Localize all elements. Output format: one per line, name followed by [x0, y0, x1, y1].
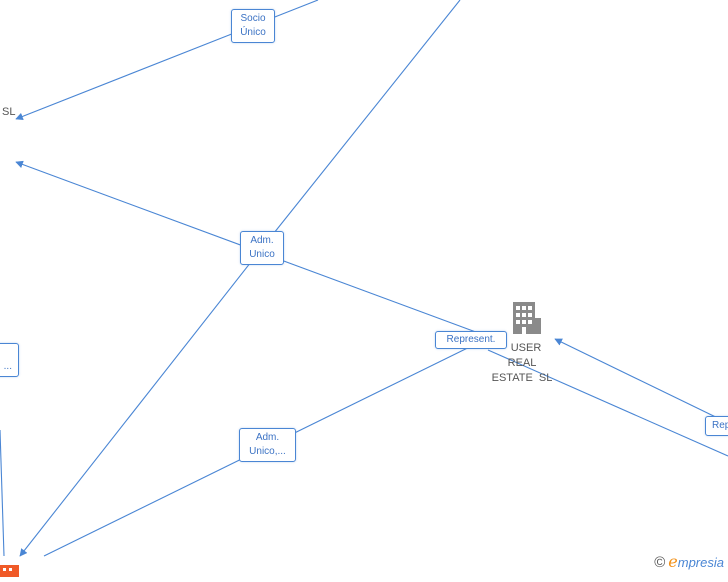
relation-adm-unico-top[interactable]: Adm. Unico [240, 231, 284, 265]
company-name-line-3: ESTATE SL [491, 372, 553, 384]
empresia-logo-initial: e [668, 552, 678, 571]
edge-top-to-adm [261, 0, 461, 249]
relation-adm-unico-top-line-1: Adm. [250, 235, 274, 246]
company-name-line-1: USER [510, 342, 542, 354]
relation-adm-unico-bottom-line-1: Adm. [255, 432, 280, 443]
bottom-left-building-icon[interactable] [0, 564, 19, 582]
company-name-line-2: REAL [507, 357, 537, 369]
relation-adm-unico-top-line-2: Unico [249, 249, 275, 260]
edge-left-vertical [0, 429, 5, 557]
copyright-footer: ©empresia [654, 552, 724, 571]
relation-adm-unico-bottom-line-2: Unico,... [249, 446, 286, 457]
edge-center-to-right [487, 349, 728, 457]
edge-adm-to-bottom-left [19, 247, 263, 557]
left-node-label[interactable]: SL [2, 106, 16, 118]
relation-socio-unico-line-1: Socio [240, 13, 266, 24]
relation-right-partial[interactable]: Rep [705, 416, 728, 436]
copyright-symbol: © [654, 554, 666, 571]
relation-represent-center-line-1: Represent. [446, 334, 496, 345]
relation-socio-unico[interactable]: Socio Único [231, 9, 275, 43]
relation-socio-unico-line-2: Único [240, 27, 266, 38]
relation-adm-unico-bottom[interactable]: Adm. Unico,... [239, 428, 296, 462]
building-icon[interactable] [510, 300, 542, 339]
relation-represent-center[interactable]: Represent. [435, 331, 507, 349]
relation-left-partial-line-1: ... [3, 361, 12, 372]
relation-right-partial-line-1: Rep [712, 420, 728, 431]
relation-left-partial[interactable]: ... [0, 343, 19, 377]
edge-right-to-center [554, 338, 728, 424]
company-name[interactable]: USER REAL ESTATE SL [482, 341, 562, 386]
empresia-logo-text: mpresia [677, 555, 724, 570]
